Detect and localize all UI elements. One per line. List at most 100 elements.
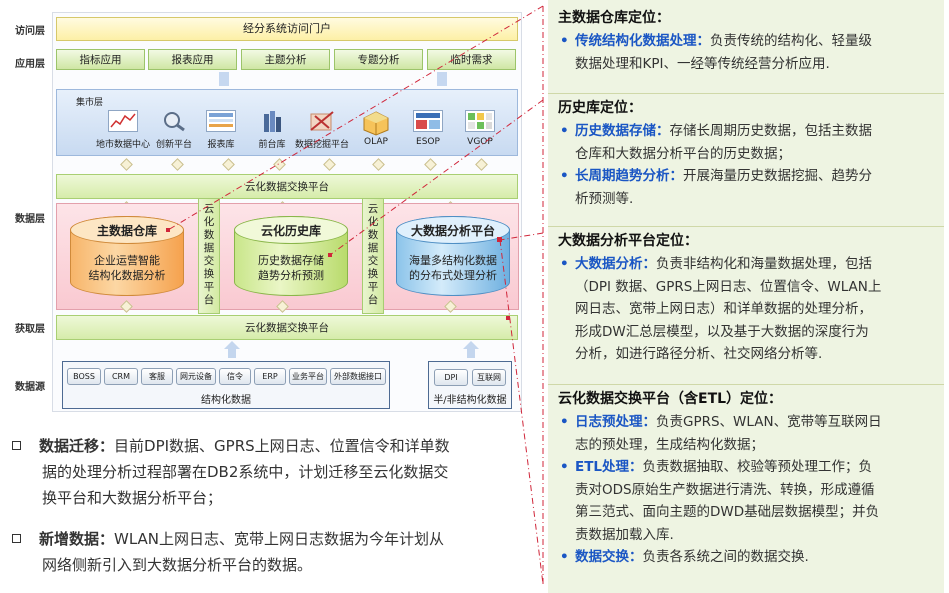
cube-icon[interactable] bbox=[361, 110, 391, 136]
bullet-dot-icon: • bbox=[560, 459, 569, 475]
section-item: •日志预处理：负责GPRS、WLAN、宽带等互联网日 bbox=[548, 411, 944, 434]
warehouse-line: 海量多结构化数据 bbox=[409, 254, 497, 267]
magnifier-icon[interactable] bbox=[159, 110, 189, 132]
item-line: 析预测等. bbox=[575, 190, 634, 207]
source-external-interface[interactable]: 外部数据接口 bbox=[330, 368, 386, 385]
note-line: 据的处理分析过程部署在DB2系统中，计划迁移至云化数据交 bbox=[42, 463, 449, 481]
warehouse-line: 历史数据存储 bbox=[258, 254, 324, 267]
vertical-exchange-label: 云化数据交换平台 bbox=[203, 203, 215, 306]
item-line: 责对ODS原始生产数据进行清洗、转换，形成遵循 bbox=[575, 481, 875, 498]
source-dpi[interactable]: DPI bbox=[434, 369, 468, 386]
layer-label-access: 访问层 bbox=[15, 26, 45, 37]
app-button-special[interactable]: 专题分析 bbox=[334, 49, 423, 70]
screen-icon[interactable] bbox=[413, 110, 443, 132]
bullet-dot-icon: • bbox=[560, 168, 569, 184]
mart-layer-label: 集市层 bbox=[76, 98, 104, 108]
item-key: ETL处理： bbox=[575, 459, 643, 475]
section-history: 历史库定位： •历史数据存储：存储长周期历史数据，包括主数据 仓库和大数据分析平… bbox=[548, 93, 944, 210]
source-internet[interactable]: 互联网 bbox=[472, 369, 506, 386]
note-line-row: 换平台和大数据分析平台； bbox=[42, 486, 222, 510]
bullet-dot-icon: • bbox=[560, 414, 569, 430]
note-line-row: 据的处理分析过程部署在DB2系统中，计划迁移至云化数据交 bbox=[42, 460, 448, 484]
note-title: 数据迁移： bbox=[39, 437, 115, 455]
section-item: •长周期趋势分析：开展海量历史数据挖掘、趋势分 bbox=[548, 165, 944, 188]
item-line: 分析，如进行路径分析、社交网络分析等. bbox=[575, 346, 823, 362]
bullet-dot-icon: • bbox=[560, 256, 569, 272]
layer-label-application: 应用层 bbox=[15, 59, 45, 70]
app-button-reports[interactable]: 报表应用 bbox=[148, 49, 237, 70]
mining-icon[interactable] bbox=[307, 110, 337, 132]
item-line: 负责非结构化和海量数据处理，包括 bbox=[656, 256, 872, 272]
note-line: 目前DPI数据、GPRS上网日志、位置信令和详单数 bbox=[114, 437, 450, 455]
section-exchange-platform: 云化数据交换平台（含ETL）定位： •日志预处理：负责GPRS、WLAN、宽带等… bbox=[548, 384, 944, 569]
grid-icon[interactable] bbox=[465, 110, 495, 132]
mart-item-label: 数据挖掘平台 bbox=[294, 140, 349, 150]
app-button-metrics[interactable]: 指标应用 bbox=[56, 49, 145, 70]
item-line: 志的预处理，生成结构化数据； bbox=[575, 436, 764, 453]
structured-data-label: 结构化数据 bbox=[201, 395, 251, 406]
section-item: • 大数据分析：负责非结构化和海量数据处理，包括 bbox=[548, 253, 944, 276]
note-migration: 数据迁移：目前DPI数据、GPRS上网日志、位置信令和详单数 bbox=[12, 434, 450, 458]
exchange-platform-vertical-right[interactable]: 云化数据交换平台 bbox=[362, 198, 384, 314]
item-key: 大数据分析： bbox=[575, 256, 656, 272]
mart-item-label: VGOP bbox=[467, 137, 493, 147]
line-chart-icon[interactable] bbox=[108, 110, 138, 132]
server-icon[interactable] bbox=[257, 110, 287, 132]
arrow-icon bbox=[437, 72, 447, 86]
item-key: 数据交换： bbox=[575, 549, 643, 565]
warehouse-line: 的分布式处理分析 bbox=[409, 269, 497, 282]
source-crm[interactable]: CRM bbox=[104, 368, 138, 385]
mart-item-label: 报表库 bbox=[207, 140, 235, 150]
item-line: 负责各系统之间的数据交换. bbox=[642, 549, 809, 565]
note-line: 换平台和大数据分析平台； bbox=[42, 489, 223, 507]
report-table-icon[interactable] bbox=[206, 110, 236, 132]
exchange-platform-top[interactable]: 云化数据交换平台 bbox=[56, 174, 518, 199]
section-title: 历史库定位： bbox=[558, 100, 642, 116]
arrow-shaft bbox=[467, 349, 475, 358]
cylinder-top bbox=[234, 216, 348, 244]
item-line: 数据处理和KPI、一经等传统经营分析应用. bbox=[575, 55, 830, 72]
exchange-platform-vertical-left[interactable]: 云化数据交换平台 bbox=[198, 198, 220, 314]
item-line: 负责GPRS、WLAN、宽带等互联网日 bbox=[656, 414, 882, 430]
checkbox-bullet-icon bbox=[12, 441, 21, 450]
portal-label: 经分系统访问门户 bbox=[243, 22, 331, 35]
warehouse-line: 企业运营智能 bbox=[94, 254, 160, 267]
item-line: 第三范式、面向主题的DWD基础层数据模型；并负 bbox=[575, 504, 880, 520]
source-signaling[interactable]: 信令 bbox=[219, 368, 251, 385]
section-title: 大数据分析平台定位： bbox=[558, 233, 698, 249]
source-boss[interactable]: BOSS bbox=[67, 368, 101, 385]
item-line: 仓库和大数据分析平台的历史数据； bbox=[575, 145, 791, 162]
source-erp[interactable]: ERP bbox=[254, 368, 286, 385]
item-line: （DPI 数据、GPRS上网日志、位置信令、WLAN上 bbox=[575, 278, 882, 295]
mart-item-label: 创新平台 bbox=[155, 140, 192, 150]
app-button-topic[interactable]: 主题分析 bbox=[241, 49, 330, 70]
arrow-up-icon bbox=[224, 341, 240, 349]
layer-label-data: 数据层 bbox=[15, 214, 45, 225]
item-line: 形成DW汇总层模型，以及基于大数据的深度行为 bbox=[575, 323, 869, 340]
section-item: •历史数据存储：存储长周期历史数据，包括主数据 bbox=[548, 120, 944, 143]
source-customer-service[interactable]: 客服 bbox=[141, 368, 173, 385]
source-business-platform[interactable]: 业务平台 bbox=[289, 368, 327, 385]
warehouse-line: 趋势分析预测 bbox=[258, 269, 324, 282]
source-network-elements[interactable]: 网元设备 bbox=[176, 368, 216, 385]
cylinder-top bbox=[396, 216, 510, 244]
portal-bar[interactable]: 经分系统访问门户 bbox=[56, 17, 518, 41]
exchange-label: 云化数据交换平台 bbox=[245, 322, 329, 334]
section-item: •数据交换：负责各系统之间的数据交换. bbox=[548, 546, 944, 569]
exchange-label: 云化数据交换平台 bbox=[245, 181, 329, 193]
app-button-adhoc[interactable]: 临时需求 bbox=[427, 49, 516, 70]
item-key: 传统结构化数据处理： bbox=[575, 33, 710, 49]
note-line-row: 网络侧新引入到大数据分析平台的数据。 bbox=[42, 553, 312, 577]
mart-item-label: ESOP bbox=[416, 137, 440, 147]
warehouse-title: 大数据分析平台 bbox=[410, 224, 495, 238]
arrow-up-icon bbox=[463, 341, 479, 349]
exchange-platform-bottom[interactable]: 云化数据交换平台 bbox=[56, 315, 518, 340]
section-bigdata: 大数据分析平台定位： • 大数据分析：负责非结构化和海量数据处理，包括 （DPI … bbox=[548, 226, 944, 366]
mart-item-label: 地市数据中心 bbox=[95, 140, 150, 150]
item-line: 开展海量历史数据挖掘、趋势分 bbox=[683, 168, 872, 184]
warehouse-title: 主数据仓库 bbox=[96, 224, 157, 238]
bullet-dot-icon: • bbox=[560, 123, 569, 139]
notes-section: 数据迁移：目前DPI数据、GPRS上网日志、位置信令和详单数 据的处理分析过程部… bbox=[0, 434, 540, 589]
layer-label-acquisition: 获取层 bbox=[15, 324, 45, 335]
